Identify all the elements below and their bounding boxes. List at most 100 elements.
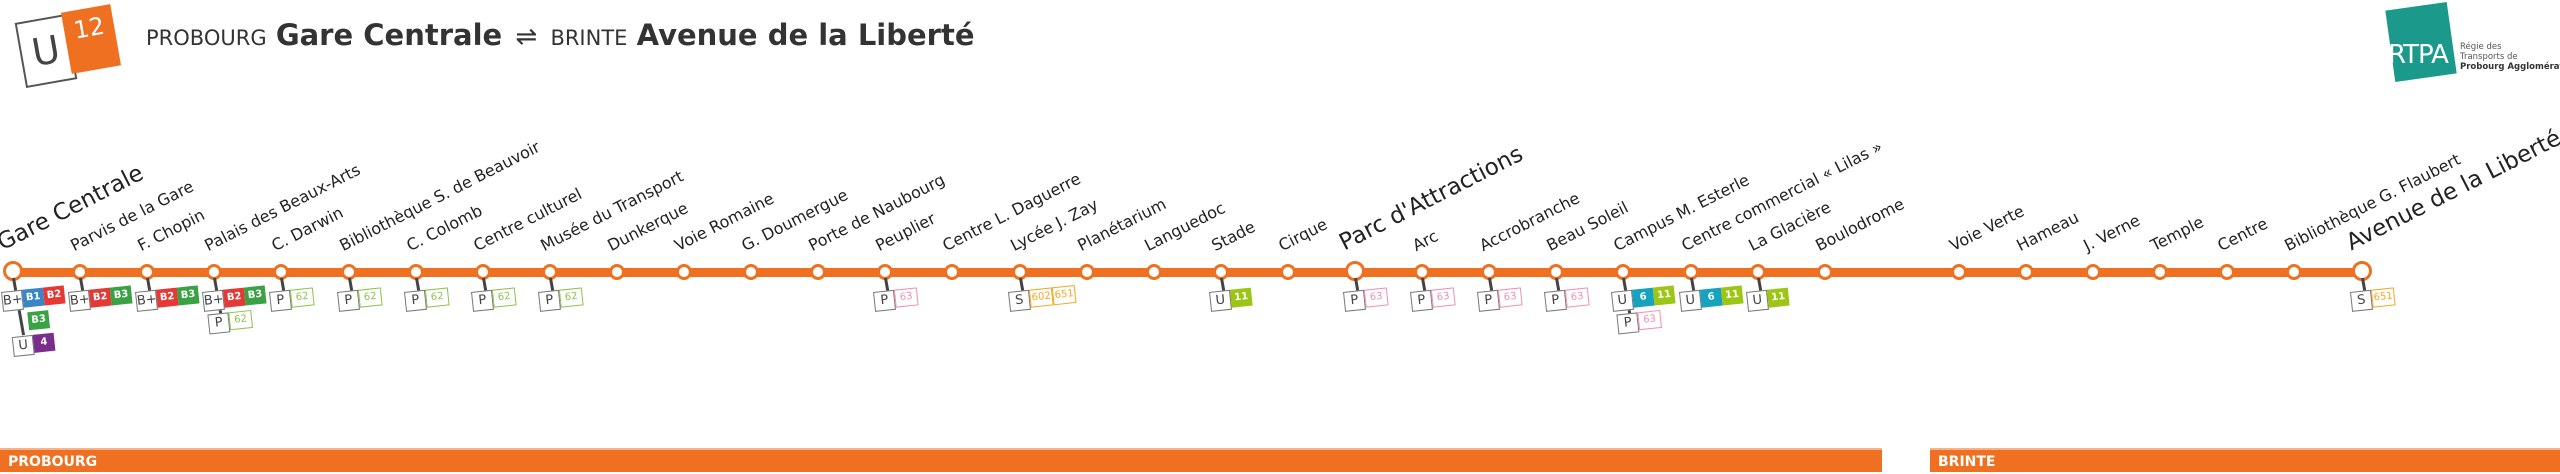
stop-label[interactable]: Stade (1208, 217, 1258, 255)
line-badge[interactable]: B1 (21, 287, 45, 308)
transport-mode-badge: P (403, 289, 427, 312)
stop-label[interactable]: Voie Verte (1946, 201, 2028, 255)
transport-mode-badge: P (1477, 289, 1501, 312)
line-badge[interactable]: 11 (1766, 287, 1790, 308)
transport-mode-badge: P (207, 312, 231, 335)
line-badge[interactable]: B2 (156, 287, 179, 308)
line-badge[interactable]: 62 (290, 287, 316, 308)
line-badge[interactable]: 62 (424, 287, 450, 308)
line-badge[interactable]: 62 (491, 287, 517, 308)
line-badge[interactable]: B2 (88, 287, 112, 308)
line-badge[interactable]: B3 (27, 310, 51, 331)
line-badge[interactable]: B3 (176, 285, 200, 306)
stop-marker[interactable] (1279, 264, 1296, 280)
line-badge[interactable]: 4 (32, 332, 56, 353)
stop-marker[interactable] (2152, 264, 2169, 280)
destination-city: BRINTE (550, 26, 628, 50)
line-badge[interactable]: 62 (558, 287, 584, 308)
line-badge[interactable]: B3 (244, 285, 267, 306)
transport-mode-badge: P (470, 289, 494, 312)
stop-label[interactable]: Arc (1409, 226, 1442, 255)
stop-marker[interactable] (1145, 264, 1162, 280)
origin-stop: Gare Centrale (275, 18, 503, 52)
zone-band-brinte: BRINTE (1930, 448, 2560, 472)
line-badge[interactable]: 651 (2370, 287, 2396, 308)
line-badge[interactable]: 62 (357, 287, 383, 308)
transport-mode-badge: B+ (202, 289, 226, 312)
line-badge[interactable]: 63 (1430, 287, 1456, 308)
stop-marker[interactable] (2085, 264, 2102, 280)
line-badge[interactable]: 63 (1565, 287, 1590, 308)
line-badge[interactable]: 11 (1720, 285, 1744, 306)
stop-marker[interactable] (2286, 264, 2303, 280)
transport-mode-badge: U (1611, 289, 1635, 312)
line-badge[interactable]: 651 (1051, 284, 1077, 306)
line-badge[interactable]: 62 (228, 309, 254, 331)
stop-marker[interactable] (944, 264, 961, 280)
stop-label[interactable]: Cirque (1275, 214, 1331, 255)
stop-marker[interactable] (676, 264, 692, 280)
transport-mode-badge: P (269, 289, 293, 312)
line-badge[interactable]: 63 (894, 287, 919, 308)
stop-marker[interactable] (1950, 264, 1967, 280)
transport-mode-badge: U (11, 334, 35, 358)
line-badge[interactable]: 11 (1653, 285, 1676, 306)
route-title: PROBOURG Gare Centrale ⇌ BRINTE Avenue d… (146, 18, 975, 52)
line-badge[interactable]: 63 (1637, 309, 1663, 331)
stop-label[interactable]: Centre culturel (470, 184, 585, 255)
line-badge[interactable]: B2 (223, 287, 246, 308)
destination-stop: Avenue de la Liberté (636, 18, 975, 52)
stop-marker[interactable] (810, 264, 827, 280)
stop-marker[interactable] (2219, 264, 2236, 280)
stop-marker[interactable] (743, 264, 760, 280)
zone-band-probourg: PROBOURG (0, 448, 1882, 472)
stop-label[interactable]: Temple (2147, 212, 2207, 255)
stop-label[interactable]: J. Verne (2080, 210, 2144, 255)
stop-marker[interactable] (608, 264, 625, 280)
line-badge[interactable]: B2 (42, 285, 66, 306)
line-badge[interactable]: 602 (1028, 287, 1054, 308)
stop-marker[interactable] (1078, 264, 1095, 280)
transport-mode-badge: U (1678, 289, 1702, 312)
line-badge[interactable]: 63 (1498, 287, 1523, 308)
stop-marker[interactable] (2018, 264, 2034, 280)
stop-marker[interactable] (1816, 264, 1833, 280)
transport-mode-badge: U (1745, 289, 1769, 312)
line-badge[interactable]: B3 (109, 285, 133, 306)
line-badge[interactable]: 11 (1229, 287, 1253, 308)
transport-mode-badge: P (1410, 289, 1434, 312)
transport-mode-badge: B+ (1, 289, 24, 312)
origin-city: PROBOURG (146, 26, 267, 50)
line-badge[interactable]: 63 (1363, 287, 1389, 308)
line-logo: U 12 (12, 4, 132, 89)
stop-label[interactable]: Centre (2214, 213, 2271, 255)
line-badge[interactable]: 6 (1699, 287, 1723, 308)
line-badge[interactable]: 6 (1632, 287, 1656, 308)
